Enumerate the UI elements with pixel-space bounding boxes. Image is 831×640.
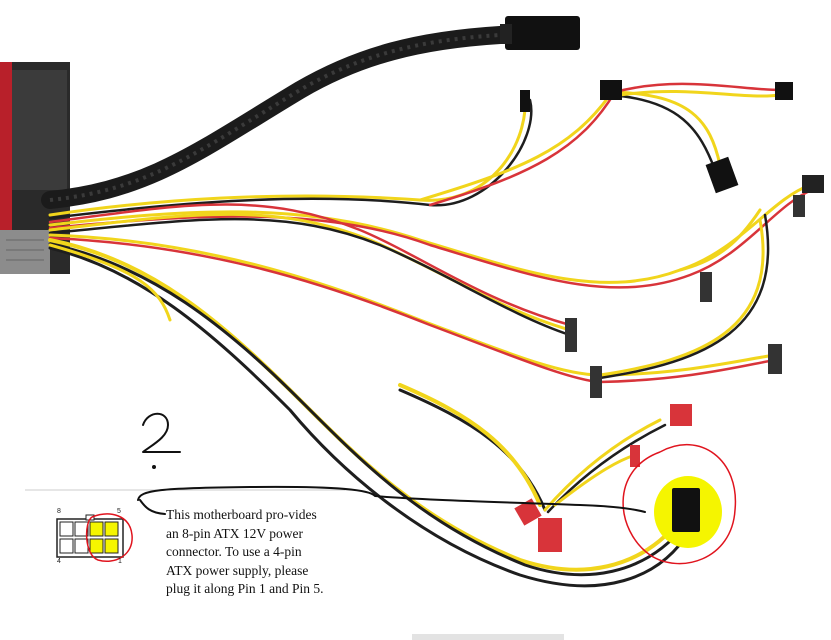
- psu-unit: [0, 62, 70, 274]
- pin-label-1: 1: [118, 558, 122, 565]
- pin-diagram: [56, 513, 133, 562]
- pin-label-8: 8: [57, 508, 61, 515]
- wire-bundles: [48, 82, 814, 588]
- eps-8pin-connector: [672, 488, 700, 532]
- bottom-scroll-strip: [412, 634, 564, 640]
- manual-excerpt-text: This motherboard pro-vides an 8-pin ATX …: [166, 507, 324, 596]
- pin-label-4: 4: [57, 558, 61, 565]
- pointer-line: [137, 485, 646, 515]
- marker-annotation: [137, 412, 646, 515]
- pin-ring: [85, 513, 133, 562]
- peripheral-connectors: [514, 80, 824, 552]
- pin-label-5: 5: [117, 508, 121, 515]
- eps-8pin-highlight: [622, 443, 737, 565]
- sleeved-atx-cable: [41, 26, 509, 209]
- handwritten-number-2: [142, 412, 181, 453]
- atx-24pin-connector: [505, 16, 580, 50]
